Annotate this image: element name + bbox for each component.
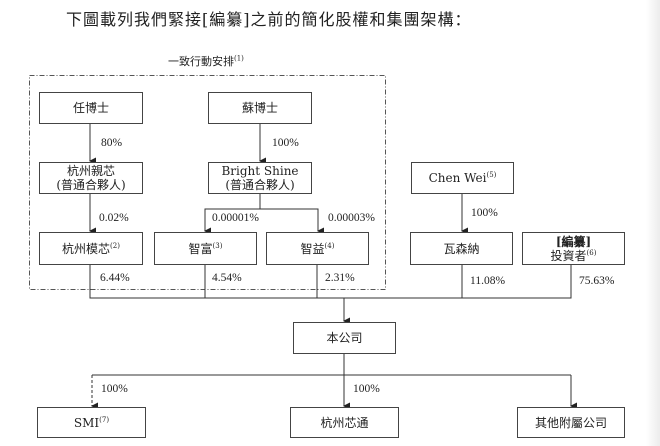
edge-bright-zhifu [204, 194, 261, 235]
node-zhifu: 智富(3) [154, 232, 257, 265]
node-hangzhou-xintong-label: 杭州芯通 [320, 415, 369, 430]
node-smi-note: (7) [99, 415, 110, 424]
concert-party-label: 一致行動安排(1) [168, 55, 244, 69]
node-smi-label: SMI [73, 415, 100, 430]
node-investors-label: 投資者 [550, 248, 587, 263]
node-hangzhou-qinxin-sub: (普通合夥人) [56, 178, 126, 192]
node-zhiyi-note: (4) [324, 241, 335, 250]
node-other-subsidiaries: 其他附屬公司 [517, 407, 625, 438]
node-hangzhou-xintong: 杭州芯通 [290, 407, 399, 438]
node-investors-label-top: [編纂] [555, 234, 592, 249]
node-zhifu-note: (3) [212, 241, 223, 250]
node-su: 蘇博士 [208, 92, 312, 124]
node-hangzhou-moxin-note: (2) [110, 241, 120, 250]
node-ren: 任博士 [39, 92, 143, 124]
node-investors: [編纂]投資者(6) [522, 232, 625, 265]
node-bright-shine-label: Bright Shine [221, 164, 299, 178]
concert-party-note: (1) [234, 54, 244, 63]
pct-company-smi: 100% [101, 383, 128, 395]
concert-party-label-text: 一致行動安排 [168, 55, 234, 68]
node-zhifu-label: 智富 [188, 241, 213, 256]
node-zhiyi: 智益(4) [266, 232, 369, 265]
node-hangzhou-qinxin-label: 杭州親芯 [66, 164, 115, 178]
pct-bright-zhiyi: 0.00003% [328, 212, 375, 224]
node-other-subsidiaries-label: 其他附屬公司 [534, 415, 607, 430]
node-ren-label: 任博士 [72, 101, 109, 115]
node-chen-wei: Chen Wei(5) [411, 162, 514, 194]
pct-bright-zhifu: 0.00001% [212, 212, 259, 224]
edge-bright-zhiyi [260, 208, 324, 235]
page-edge-shadow [646, 0, 660, 446]
node-bright-shine: Bright Shine(普通合夥人) [208, 162, 312, 194]
page-title: 下圖載列我們緊接[編纂]之前的簡化股權和集團架構： [66, 10, 472, 29]
node-company: 本公司 [293, 322, 396, 354]
pct-investors-company: 75.63% [579, 275, 615, 287]
node-zhiyi-label: 智益 [300, 241, 325, 256]
pct-wasenna-company: 11.08% [470, 275, 506, 287]
node-wasenna: 瓦森納 [410, 232, 513, 265]
pct-ren-qinxin: 80% [101, 137, 123, 149]
pct-su-bright: 100% [272, 137, 299, 149]
pct-moxin-company: 6.44% [100, 272, 130, 284]
node-su-label: 蘇博士 [241, 101, 278, 115]
edge-moxin-company [89, 265, 572, 299]
pct-company-xintong: 100% [353, 383, 380, 395]
pct-zhiyi-company: 2.31% [325, 272, 355, 284]
node-company-label: 本公司 [326, 331, 363, 345]
concert-party-dashed-box [29, 75, 386, 290]
node-hangzhou-moxin: 杭州模芯(2) [39, 232, 143, 265]
node-chen-wei-note: (5) [486, 171, 497, 179]
pct-qinxin-moxin: 0.02% [99, 212, 129, 224]
pct-chen-wasenna: 100% [471, 207, 498, 219]
node-smi: SMI(7) [37, 407, 146, 438]
node-chen-wei-label: Chen Wei [428, 171, 487, 185]
pct-zhifu-company: 4.54% [212, 272, 242, 284]
node-investors-note: (6) [586, 248, 597, 257]
node-hangzhou-qinxin: 杭州親芯(普通合夥人) [39, 162, 143, 194]
node-hangzhou-moxin-label: 杭州模芯 [62, 241, 111, 256]
node-bright-shine-sub: (普通合夥人) [225, 178, 295, 192]
node-wasenna-label: 瓦森納 [443, 241, 480, 256]
